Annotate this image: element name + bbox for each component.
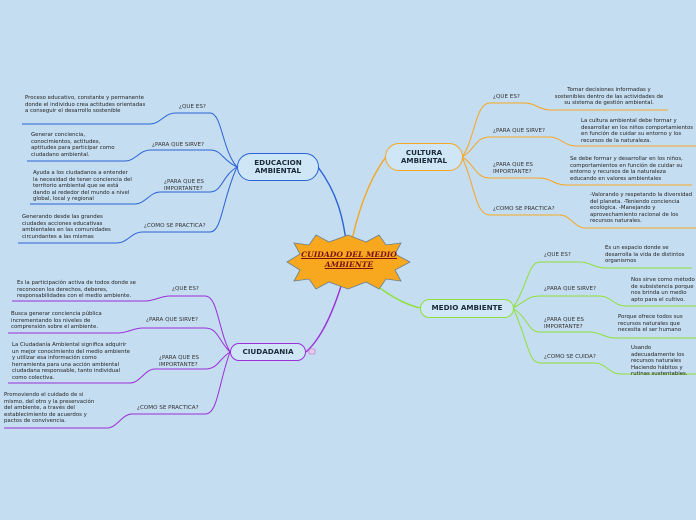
cultura-question-que-es[interactable]: ¿QUE ES? — [493, 94, 520, 100]
cultura-answer-como-se-practica: -Valorando y respetando la diversidad de… — [590, 192, 693, 225]
topic-educacion-ambiental[interactable]: EDUCACION AMBIENTAL — [237, 153, 319, 181]
cultura-question-para-que-sirve[interactable]: ¿PARA QUE SIRVE? — [493, 128, 545, 134]
ciudadania-answer-para-que-sirve: Busca generar conciencia pública increme… — [11, 311, 102, 331]
educacion-question-como-se-practica[interactable]: ¿COMO SE PRACTICA? — [144, 223, 206, 229]
medio-question-que-es[interactable]: ¿QUE ES? — [544, 252, 571, 258]
medio-answer-que-es: Es un espacio donde se desarrolla la vid… — [605, 245, 685, 265]
ciudadania-answer-como-se-practica: Promoviendo el cuidado de si mismo, del … — [4, 392, 95, 425]
note-icon — [308, 348, 316, 355]
medio-question-para-que-sirve[interactable]: ¿PARA QUE SIRVE? — [544, 286, 596, 292]
ciudadania-question-para-que-sirve[interactable]: ¿PARA QUE SIRVE? — [146, 317, 198, 323]
ciudadania-question-para-que-es-importante[interactable]: ¿PARA QUE ES IMPORTANTE? — [159, 355, 199, 368]
topic-cultura-ambiental[interactable]: CULTURA AMBIENTAL — [385, 143, 463, 171]
ciudadania-question-que-es[interactable]: ¿QUE ES? — [172, 286, 199, 292]
topic-ciudadania[interactable]: CIUDADANIA — [230, 343, 306, 361]
cultura-question-como-se-practica[interactable]: ¿COMO SE PRACTICA? — [493, 206, 555, 212]
cultura-answer-para-que-sirve: La cultura ambiental debe formar y desar… — [581, 118, 694, 144]
central-star-shape — [286, 234, 411, 290]
medio-answer-como-se-cuida: Usando adecuadamente los recursos natura… — [631, 345, 688, 378]
medio-question-como-se-cuida[interactable]: ¿COMO SE CUIDA? — [544, 354, 596, 360]
ciudadania-answer-para-que-es-importante: La Ciudadanía Ambiental significa adquir… — [12, 342, 130, 381]
topic-medio-ambiente[interactable]: MEDIO AMBIENTE — [420, 299, 514, 318]
cultura-question-para-que-es-importante[interactable]: ¿PARA QUE ES IMPORTANTE? — [493, 162, 533, 175]
medio-answer-para-que-es-importante: Porque ofrece todos sus recursos natural… — [618, 314, 683, 334]
educacion-answer-que-es: Proceso educativo, constante y permanent… — [25, 95, 146, 115]
educacion-question-para-que-es-importante[interactable]: ¿PARA QUE ES IMPORTANTE? — [164, 179, 204, 192]
educacion-question-para-que-sirve[interactable]: ¿PARA QUE SIRVE? — [152, 142, 204, 148]
ciudadania-answer-que-es: Es la participación activa de todos dond… — [17, 280, 136, 300]
medio-question-para-que-es-importante[interactable]: ¿PARA QUE ES IMPORTANTE? — [544, 317, 584, 330]
cultura-answer-para-que-es-importante: Se debe formar y desarrollar en los niño… — [570, 156, 683, 182]
cultura-answer-que-es: Tomar decisiones informadas y sostenible… — [554, 87, 664, 107]
educacion-answer-como-se-practica: Generando desde las grandes ciudades acc… — [22, 214, 111, 240]
central-topic[interactable]: CUIDADO DEL MEDIO AMBIENTE — [301, 250, 397, 269]
educacion-question-que-es[interactable]: ¿QUE ES? — [179, 104, 206, 110]
ciudadania-question-como-se-practica[interactable]: ¿COMO SE PRACTICA? — [137, 405, 199, 411]
educacion-answer-para-que-es-importante: Ayuda a los ciudadanos a entender la nec… — [33, 170, 132, 203]
medio-answer-para-que-sirve: Nos sirve como método de subsistencia po… — [631, 277, 695, 303]
educacion-answer-para-que-sirve: Generar conciencia, conocimientos, actit… — [31, 132, 115, 158]
